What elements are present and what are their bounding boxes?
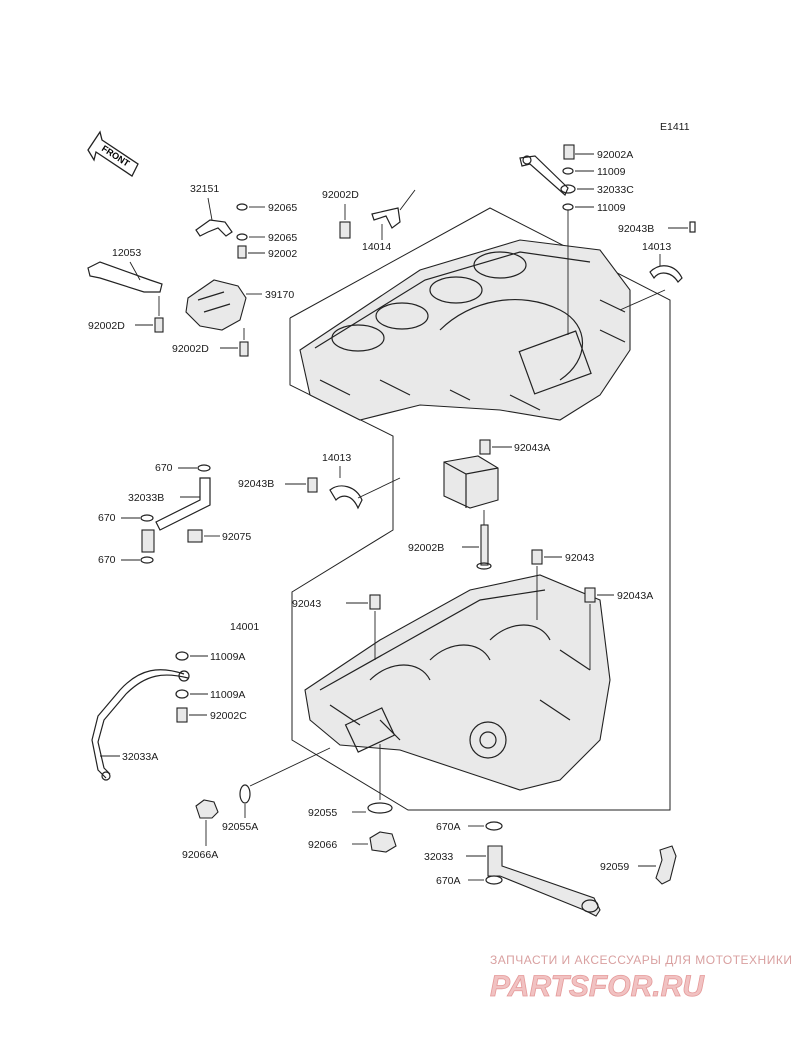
washer-11009A-a-icon: [175, 651, 189, 661]
diagram-code: E1411: [660, 121, 690, 133]
watermark-logo: PARTSFOR.RU: [490, 970, 705, 1003]
label-92002A: 92002A: [597, 149, 633, 161]
pin-92043-l-icon: [369, 594, 381, 610]
pin-92043A-r-icon: [584, 587, 596, 603]
pin-92043B-mid-icon: [307, 477, 318, 493]
label-32151: 32151: [190, 183, 219, 195]
washer-11009b-icon: [562, 203, 574, 211]
label-14013-right: 14013: [642, 241, 671, 253]
label-92043A-top: 92043A: [514, 442, 550, 454]
washer-92065b-icon: [236, 233, 248, 241]
bolt-92002D-top-icon: [339, 221, 351, 239]
label-92002D-left: 92002D: [88, 320, 125, 332]
watermark-tagline: ЗАПЧАСТИ И АКСЕССУАРЫ ДЛЯ МОТОТЕХНИКИ: [490, 953, 792, 967]
bracket-32151-icon: [195, 219, 233, 237]
label-32033: 32033: [424, 851, 453, 863]
pipe-32033-icon: [487, 845, 601, 917]
label-92065-a: 92065: [268, 202, 297, 214]
washer-11009-icon: [562, 167, 574, 175]
oring-670A-b-icon: [485, 875, 503, 885]
guide-14014-icon: [371, 207, 401, 229]
label-670-a: 670: [155, 462, 173, 474]
label-92043B-right: 92043B: [618, 223, 654, 235]
oil-line-32033A-icon: [91, 669, 185, 779]
label-14014: 14014: [362, 241, 391, 253]
label-92075: 92075: [222, 531, 251, 543]
washer-92065a-icon: [236, 203, 248, 211]
label-12053: 12053: [112, 247, 141, 259]
oring-92055-icon: [367, 802, 393, 814]
label-32033C: 32033C: [597, 184, 634, 196]
plug-92066-icon: [369, 831, 397, 853]
bolt-92002D-mid-icon: [239, 341, 249, 357]
sensor-39170-icon: [185, 279, 247, 331]
bolt-92002D-left-icon: [154, 317, 164, 333]
pin-92043B-icon: [689, 221, 696, 233]
label-92043A-r: 92043A: [617, 590, 653, 602]
bolt-92002A-icon: [563, 144, 575, 160]
cap-92075-icon: [187, 529, 203, 543]
oil-pipe-32033C: [519, 155, 569, 197]
oring-670a-icon: [197, 464, 211, 472]
label-39170: 39170: [265, 289, 294, 301]
label-670-c: 670: [98, 554, 116, 566]
label-92066: 92066: [308, 839, 337, 851]
label-32033B: 32033B: [128, 492, 164, 504]
label-670A-b: 670A: [436, 875, 461, 887]
label-92043B-mid: 92043B: [238, 478, 274, 490]
pin-92043A-top-icon: [479, 439, 491, 455]
upper-crankcase: [299, 239, 631, 421]
label-92002: 92002: [268, 248, 297, 260]
plug-92066A-icon: [195, 799, 219, 819]
label-11009-top: 11009: [597, 166, 626, 178]
pin-92043-r-icon: [531, 549, 543, 565]
lower-crankcase: [304, 574, 611, 791]
label-92065-b: 92065: [268, 232, 297, 244]
label-14001: 14001: [230, 621, 259, 633]
oring-670b-icon: [140, 514, 154, 522]
bolt-92002B-icon: [480, 524, 489, 566]
label-92055A: 92055A: [222, 821, 258, 833]
label-670-b: 670: [98, 512, 116, 524]
label-92043-r: 92043: [565, 552, 594, 564]
label-11009A-b: 11009A: [210, 689, 245, 701]
label-670A-a: 670A: [436, 821, 461, 833]
label-11009A-a: 11009A: [210, 651, 245, 663]
oring-670A-a-icon: [485, 821, 503, 831]
label-92002D-mid: 92002D: [172, 343, 209, 355]
banjo-32033C-icon: [560, 184, 576, 194]
front-arrow-icon: FRONT: [87, 130, 139, 177]
fitting-92059-icon: [655, 845, 677, 885]
label-14013-mid: 14013: [322, 452, 351, 464]
watermark: ЗАПЧАСТИ И АКСЕССУАРЫ ДЛЯ МОТОТЕХНИКИ PA…: [490, 953, 792, 1003]
bolt-92002-icon: [237, 245, 247, 259]
pipe-32033B-icon: [155, 477, 211, 531]
label-32033A: 32033A: [122, 751, 158, 763]
label-92059: 92059: [600, 861, 629, 873]
fitting-670-icon: [141, 529, 155, 553]
oring-92055A-icon: [239, 784, 251, 804]
label-92002C: 92002C: [210, 710, 247, 722]
oring-670c-icon: [140, 556, 154, 564]
bearing-14013-right-icon: [649, 265, 683, 283]
plate-12053-icon: [87, 261, 163, 293]
label-92055: 92055: [308, 807, 337, 819]
label-11009-mid: 11009: [597, 202, 626, 214]
bolt-92002C-icon: [176, 707, 188, 723]
label-92002D-top: 92002D: [322, 189, 359, 201]
bearing-14013-mid-icon: [329, 485, 363, 510]
label-92002B: 92002B: [408, 542, 444, 554]
washer-11009A-b-icon: [175, 689, 189, 699]
bearing-cap-icon: [443, 455, 499, 509]
label-92066A: 92066A: [182, 849, 218, 861]
label-92043-l: 92043: [292, 598, 321, 610]
